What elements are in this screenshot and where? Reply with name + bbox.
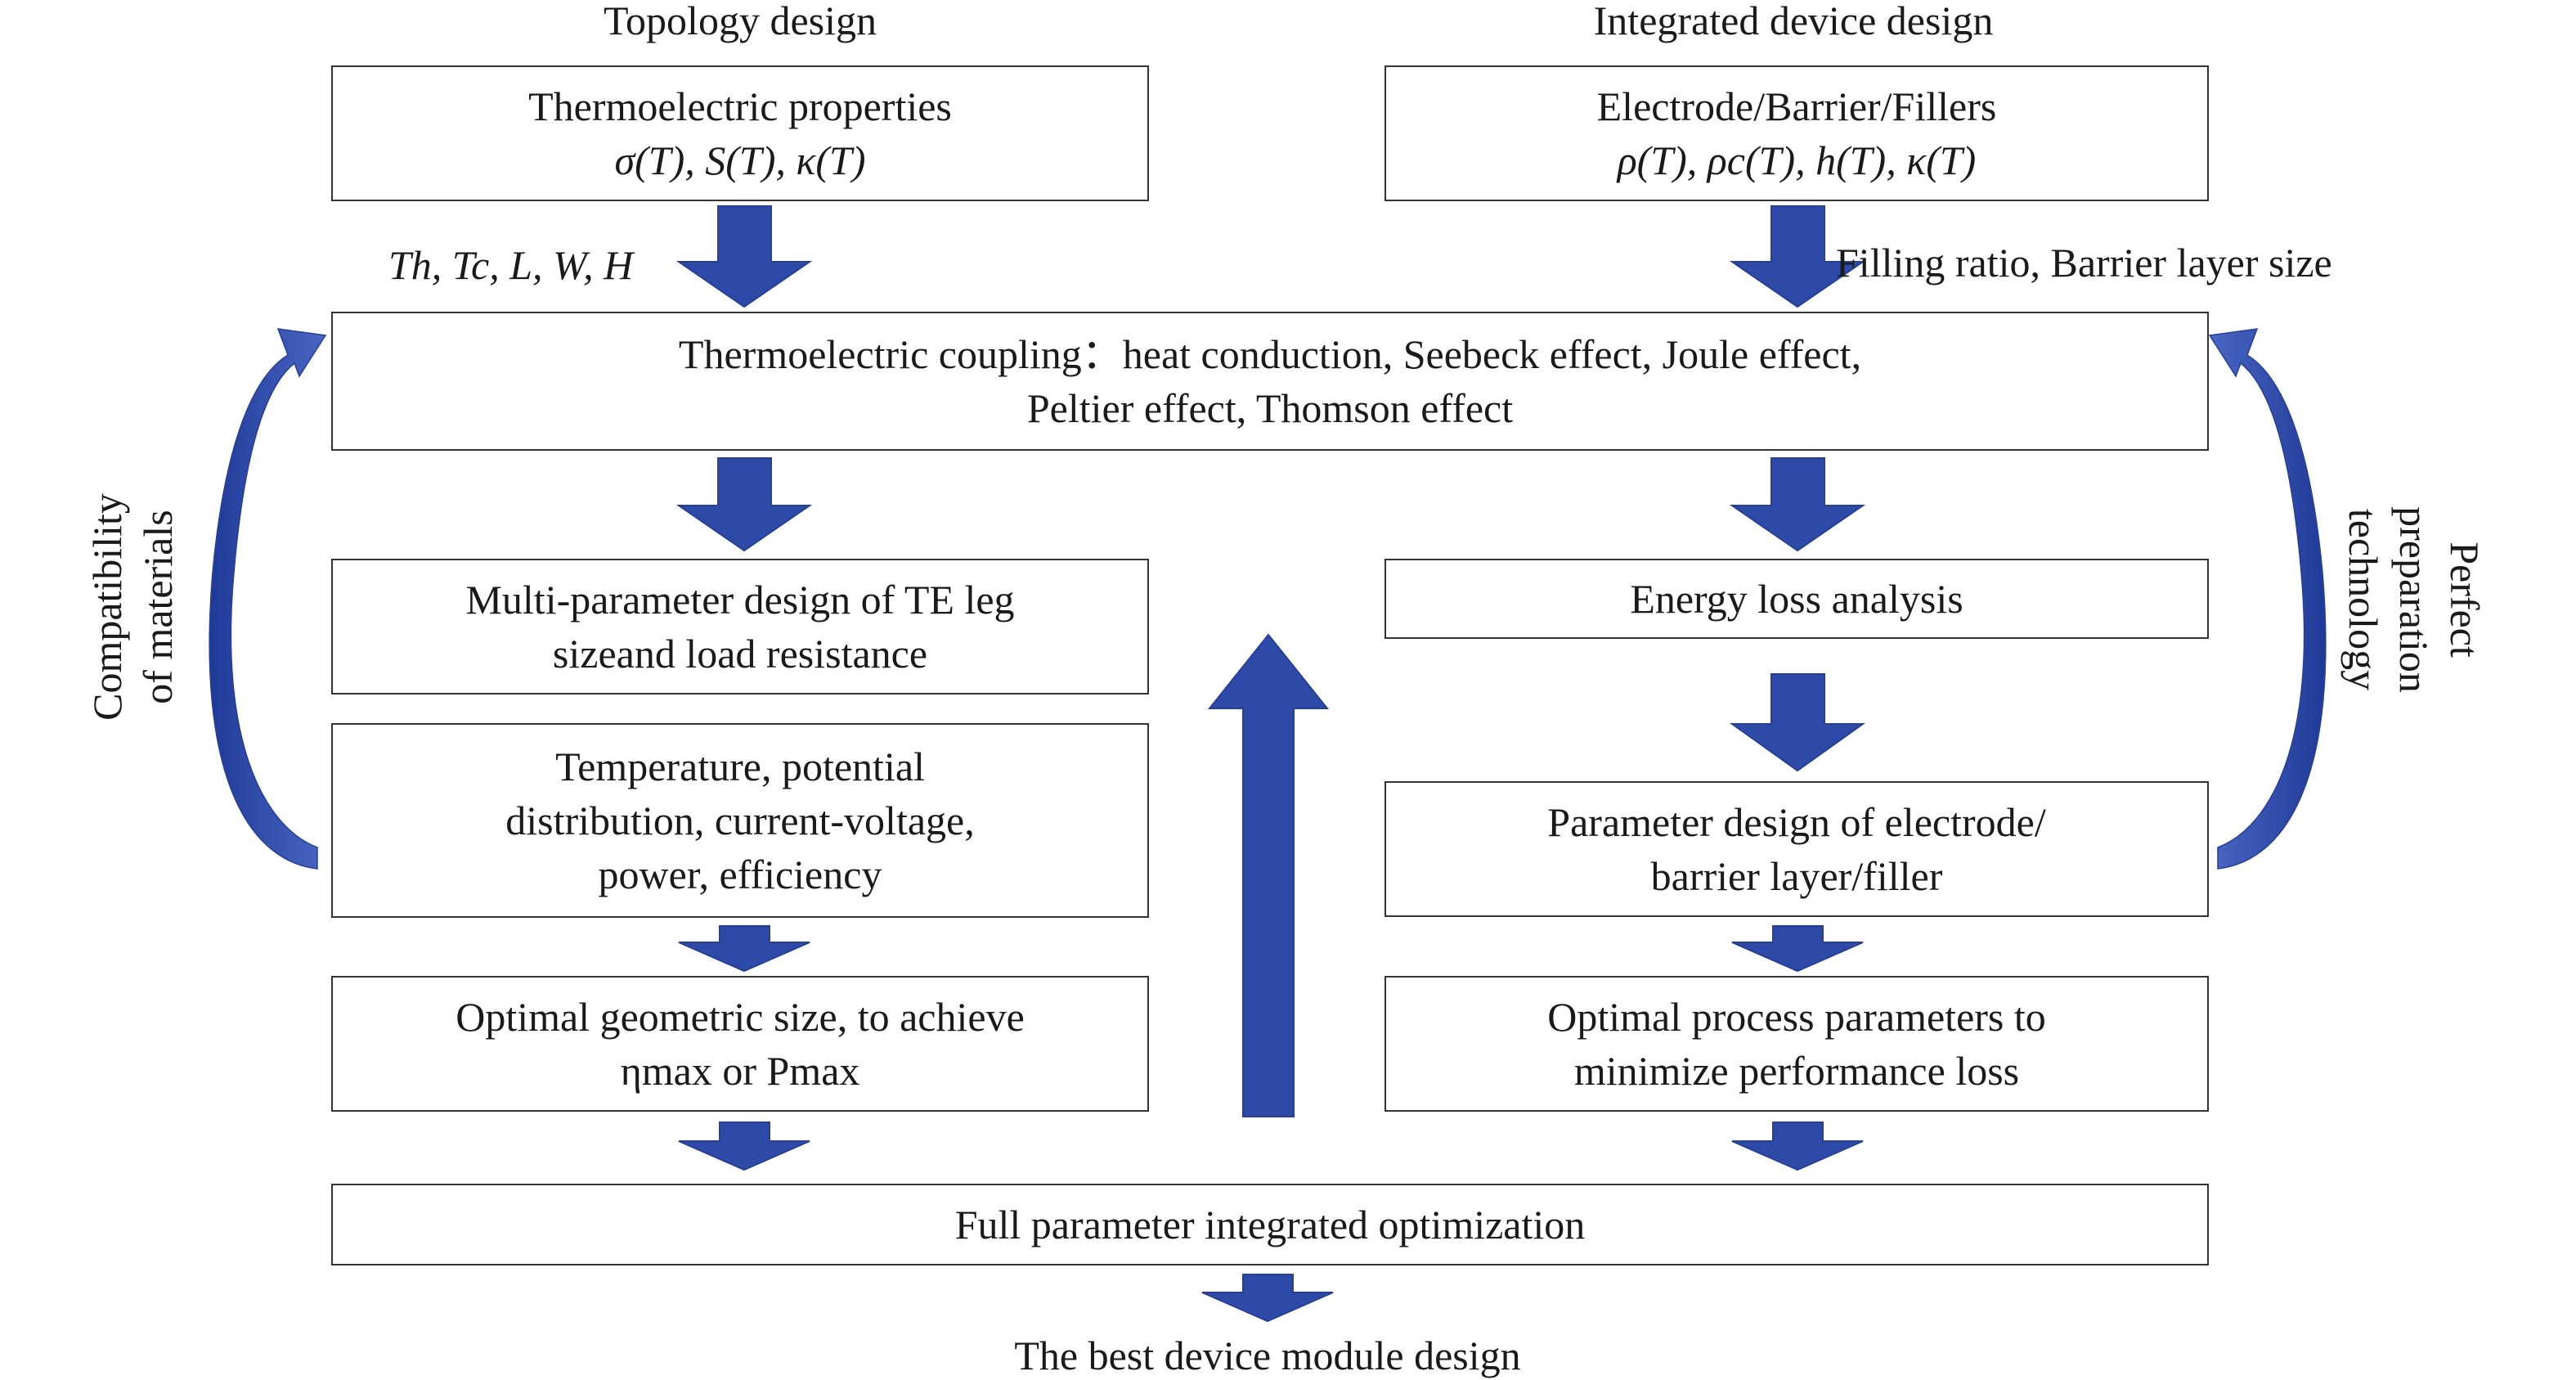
optimal-process-line-2: minimize performance loss	[1573, 1048, 2020, 1094]
temperature-distribution-box: Temperature, potential distribution, cur…	[331, 723, 1149, 918]
electrode-title: Electrode/Barrier/Fillers	[1596, 83, 1997, 129]
te-properties-formula: σ(T), S(T), κ(T)	[614, 137, 866, 183]
multi-param-line-2: sizeand load resistance	[552, 631, 928, 677]
down-arrow-full-to-final	[1201, 1274, 1334, 1323]
temperature-line-1: Temperature, potential	[555, 744, 925, 789]
parameter-design-electrode-box: Parameter design of electrode/ barrier l…	[1384, 781, 2209, 917]
energy-loss-analysis-box: Energy loss analysis	[1384, 559, 2209, 639]
down-arrow-coupling-to-multi	[675, 457, 813, 552]
down-arrow-te-to-coupling	[675, 205, 813, 308]
temperature-line-3: power, efficiency	[598, 852, 882, 897]
thermoelectric-properties-box: Thermoelectric properties σ(T), S(T), κ(…	[331, 65, 1149, 201]
down-arrow-coupling-to-energy	[1729, 457, 1866, 552]
energy-loss-label: Energy loss analysis	[1630, 576, 1963, 622]
multi-param-line-1: Multi-parameter design of TE leg	[465, 577, 1015, 623]
down-arrow-electrode-to-coupling	[1729, 205, 1866, 308]
temperature-line-2: distribution, current-voltage,	[505, 798, 975, 843]
electrode-barrier-fillers-box: Electrode/Barrier/Fillers ρ(T), ρc(T), h…	[1384, 65, 2209, 201]
full-param-label: Full parameter integrated optimization	[954, 1202, 1586, 1247]
left-side-line-2: of materials	[135, 510, 181, 704]
optimal-process-line-1: Optimal process parameters to	[1547, 994, 2046, 1040]
te-properties-title: Thermoelectric properties	[528, 83, 952, 129]
left-column-header: Topology design	[604, 0, 877, 43]
right-side-line-2: preparation	[2391, 506, 2437, 693]
optimal-geometric-size-box: Optimal geometric size, to achieve ηmax …	[331, 976, 1149, 1112]
best-device-module-design-label: The best device module design	[1014, 1333, 1521, 1378]
down-arrow-temp-to-optimal	[678, 925, 810, 973]
right-side-line-3: technology	[2340, 508, 2386, 691]
right-column-header: Integrated device design	[1593, 0, 1994, 43]
left-curved-arrow	[209, 328, 327, 870]
optimal-geo-line-2: ηmax or Pmax	[620, 1048, 860, 1094]
down-arrow-energy-to-param	[1729, 673, 1866, 772]
multi-parameter-design-box: Multi-parameter design of TE leg sizeand…	[331, 559, 1149, 694]
coupling-line-2: Peltier effect, Thomson effect	[1026, 385, 1514, 431]
down-arrow-optimal-to-full	[678, 1122, 810, 1171]
down-arrow-param-to-process	[1731, 925, 1864, 973]
right-input-parameters: Filling ratio, Barrier layer size	[1836, 240, 2332, 285]
param-design-line-1: Parameter design of electrode/	[1547, 799, 2046, 845]
right-curved-arrow	[2208, 328, 2327, 870]
compatibility-of-materials-label: Compatibility of materials	[82, 435, 183, 779]
up-arrow-feedback	[1207, 633, 1330, 1117]
coupling-line-1: Thermoelectric coupling：heat conduction,…	[678, 331, 1862, 377]
left-input-parameters: Th, Tc, L, W, H	[388, 242, 634, 288]
left-side-line-1: Compatibility	[84, 493, 130, 721]
perfect-preparation-technology-label: Perfect preparation technology	[2338, 428, 2490, 771]
param-design-line-2: barrier layer/filler	[1650, 853, 1943, 899]
thermoelectric-coupling-box: Thermoelectric coupling：heat conduction,…	[331, 312, 2209, 451]
right-side-line-1: Perfect	[2442, 542, 2488, 658]
down-arrow-process-to-full	[1731, 1122, 1864, 1171]
electrode-formula: ρ(T), ρc(T), h(T), κ(T)	[1617, 137, 1977, 183]
optimal-process-parameters-box: Optimal process parameters to minimize p…	[1384, 976, 2209, 1112]
full-parameter-optimization-box: Full parameter integrated optimization	[331, 1184, 2209, 1265]
optimal-geo-line-1: Optimal geometric size, to achieve	[456, 994, 1025, 1040]
